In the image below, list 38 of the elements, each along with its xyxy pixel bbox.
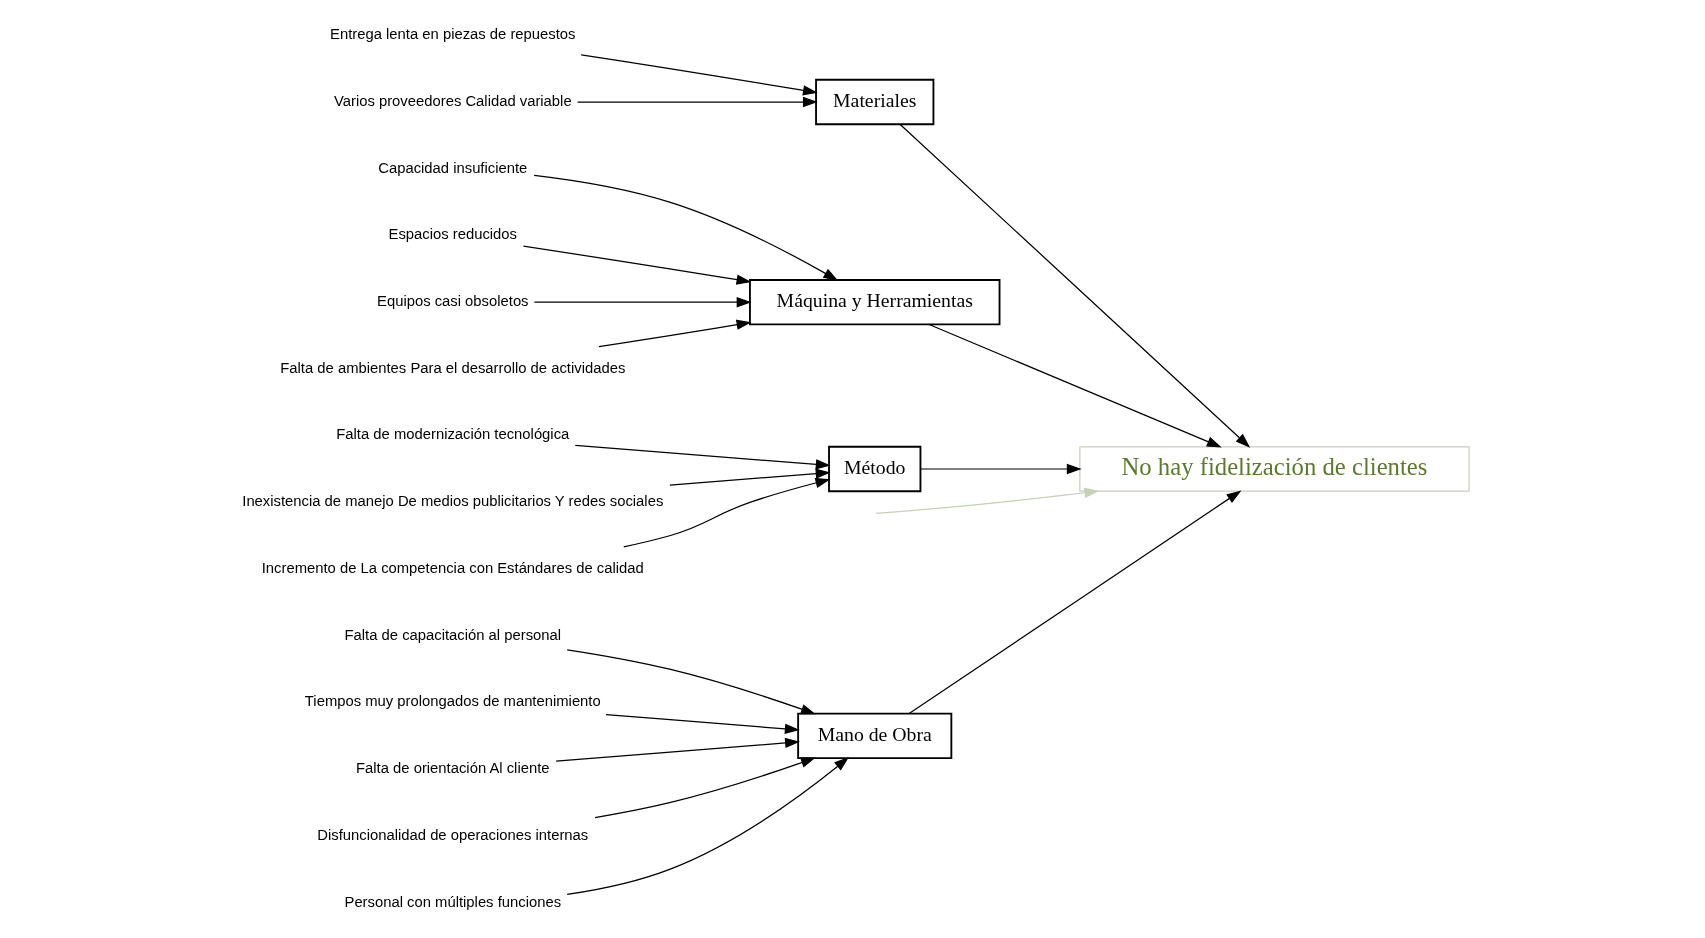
node-text: Incremento de La competencia con Estándares de calidad [261, 559, 644, 576]
node-box: Método [828, 445, 922, 493]
node-box: Máquina y Herramientas [749, 279, 1001, 326]
arrow [574, 444, 831, 470]
node-box: Materiales [815, 78, 935, 126]
arrow [533, 297, 752, 308]
node-text: Inexistencia de manejo De medios publicitarios Y redes sociales [242, 493, 664, 510]
node-text: Disfuncionalidad de operaciones internas [317, 826, 589, 843]
arrow [669, 468, 831, 486]
node-text: Capacidad insuficiente [378, 159, 528, 176]
node-text: Varios proveedores Calidad variable [333, 92, 572, 109]
node-text: Falta de orientación Al cliente [356, 760, 550, 777]
node-box: No hay fidelización de clientes [1079, 446, 1470, 492]
arrow [566, 649, 816, 715]
arrow [577, 96, 818, 108]
node-box: Mano de Obra [797, 712, 953, 760]
arrow [899, 123, 1251, 448]
arrow [605, 714, 800, 734]
node-text: Equipos casi obsoletos [377, 293, 529, 310]
arrow [623, 477, 831, 548]
arrow [522, 245, 752, 285]
arrow [908, 490, 1242, 715]
arrow [555, 737, 800, 762]
node-text: Entrega lenta en piezas de repuestos [330, 26, 576, 43]
arrow [598, 319, 752, 348]
arrow [533, 174, 839, 281]
arrow [594, 757, 816, 819]
node-text: Falta de modernización tecnológica [336, 426, 570, 443]
node-text: Tiempos muy prolongados de mantenimiento [304, 693, 601, 710]
node-text: Espacios reducidos [388, 226, 518, 243]
arrow [928, 323, 1222, 448]
arrow [566, 757, 849, 895]
node-text: Falta de ambientes Para el desarrollo de actividades [280, 359, 626, 376]
arrow [580, 54, 818, 96]
node-text: Personal con múltiples funciones [344, 893, 562, 910]
node-text: Falta de capacitación al personal [344, 626, 562, 643]
arrow [875, 487, 1100, 515]
arrow [920, 463, 1082, 475]
